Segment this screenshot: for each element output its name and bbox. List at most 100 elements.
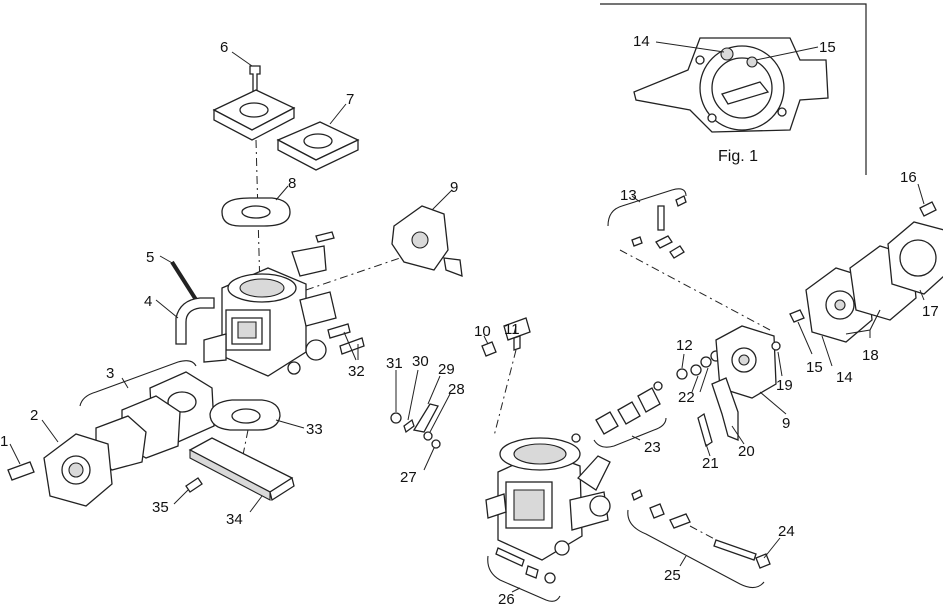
centerline-9-link <box>305 257 401 291</box>
leader-6 <box>231 51 253 67</box>
leader-inset-15 <box>755 46 819 61</box>
inset-fig-1: 14 15 Fig. 1 <box>600 3 867 175</box>
callout-29: 29 <box>438 361 455 378</box>
leader-23 <box>631 435 641 441</box>
inset-screw-14 <box>720 47 734 61</box>
part-26-plug <box>544 572 556 584</box>
part-9-cover-bolt <box>411 231 429 249</box>
callout-14-inset: 14 <box>633 33 650 50</box>
leader-10 <box>483 335 489 345</box>
leader-32a <box>343 331 357 361</box>
callout-23: 23 <box>644 439 661 456</box>
callout-16: 16 <box>900 169 917 186</box>
part-28-pin <box>423 431 433 441</box>
callout-1: 1 <box>0 433 8 450</box>
leader-22a <box>691 375 699 393</box>
part-20-lever <box>711 377 739 441</box>
callout-2: 2 <box>30 407 38 424</box>
callout-8: 8 <box>288 175 296 192</box>
part-23-gasket-c <box>637 387 661 413</box>
callout-12: 12 <box>676 337 693 354</box>
bracket-3 <box>79 360 197 407</box>
part-7-gasket-side <box>277 138 359 171</box>
callout-35: 35 <box>152 499 169 516</box>
part-32-screw-b <box>339 337 365 355</box>
inset-hole-right <box>777 107 787 117</box>
centerline-13 <box>619 249 771 331</box>
callout-3: 3 <box>106 365 114 382</box>
leader-29 <box>427 375 441 405</box>
inset-hole-left <box>695 55 705 65</box>
callout-32: 32 <box>348 363 365 380</box>
inset-hole-bottom <box>707 113 717 123</box>
callout-30: 30 <box>412 353 429 370</box>
part-7-bore <box>303 133 333 149</box>
part-24-screw <box>755 553 771 569</box>
part-34-flange <box>269 476 295 502</box>
part-9-cover-tab <box>443 257 463 277</box>
centerline-11 <box>493 349 517 437</box>
callout-27: 27 <box>400 469 417 486</box>
part-23-screw <box>653 381 663 391</box>
inset-lever <box>721 81 770 105</box>
part-18-plate-hub <box>834 299 846 311</box>
part-10-plug <box>481 341 497 357</box>
leader-33 <box>275 419 305 429</box>
part-6-screw <box>249 65 261 93</box>
part-13-clip-b <box>655 235 673 249</box>
leader-5 <box>159 255 175 265</box>
callout-31: 31 <box>386 355 403 372</box>
part-32-screw-a <box>327 323 351 339</box>
leader-27 <box>423 447 435 471</box>
part-17-cover-dome <box>899 239 937 277</box>
callout-9-upper: 9 <box>450 179 458 196</box>
part-11-tip <box>513 335 521 351</box>
leader-2 <box>41 419 59 443</box>
part-29-lever <box>412 403 439 433</box>
leader-14 <box>821 335 833 367</box>
leader-15 <box>797 321 813 355</box>
leader-13 <box>631 195 641 203</box>
bracket-25 <box>627 509 765 589</box>
part-11-nozzle <box>503 317 531 341</box>
leader-20 <box>731 425 745 445</box>
callout-9-lower: 9 <box>782 415 790 432</box>
part-16-screw <box>919 201 937 217</box>
right-assembly: 13 10 11 23 <box>474 169 943 607</box>
part-34-plate-edge <box>189 449 271 501</box>
callout-19: 19 <box>776 377 793 394</box>
part-26-jet <box>525 565 539 579</box>
leader-28 <box>429 393 451 433</box>
part-25-spring <box>649 503 665 519</box>
callout-10: 10 <box>474 323 491 340</box>
callout-26: 26 <box>498 591 515 607</box>
callout-4: 4 <box>144 293 152 310</box>
part-insulator-upper-bore <box>239 102 269 118</box>
callout-22: 22 <box>678 389 695 406</box>
part-12-washer <box>676 368 688 380</box>
inset-frame <box>600 3 867 175</box>
part-1-screw <box>7 461 35 481</box>
inset-screw-15 <box>746 56 758 68</box>
callout-18: 18 <box>862 347 879 364</box>
part-2-boss-inner <box>68 462 84 478</box>
centerline-bottom <box>239 429 249 471</box>
callout-28: 28 <box>448 381 465 398</box>
left-assembly: 6 7 8 5 4 <box>0 39 463 528</box>
part-35-screw <box>185 477 203 493</box>
centerline-25 <box>689 525 721 543</box>
callout-33: 33 <box>306 421 323 438</box>
body-right-bore <box>513 443 567 465</box>
leader-30 <box>407 369 419 421</box>
leader-3 <box>121 377 129 389</box>
part-19-screw <box>771 341 781 351</box>
leader-9-lower <box>759 391 787 415</box>
part-screw-small <box>315 231 335 243</box>
inset-caption: Fig. 1 <box>718 148 758 165</box>
part-25-needle <box>713 539 757 561</box>
part-31-washer <box>390 412 402 424</box>
part-21-needle <box>697 412 713 448</box>
callout-15: 15 <box>806 359 823 376</box>
leader-16 <box>917 183 925 205</box>
